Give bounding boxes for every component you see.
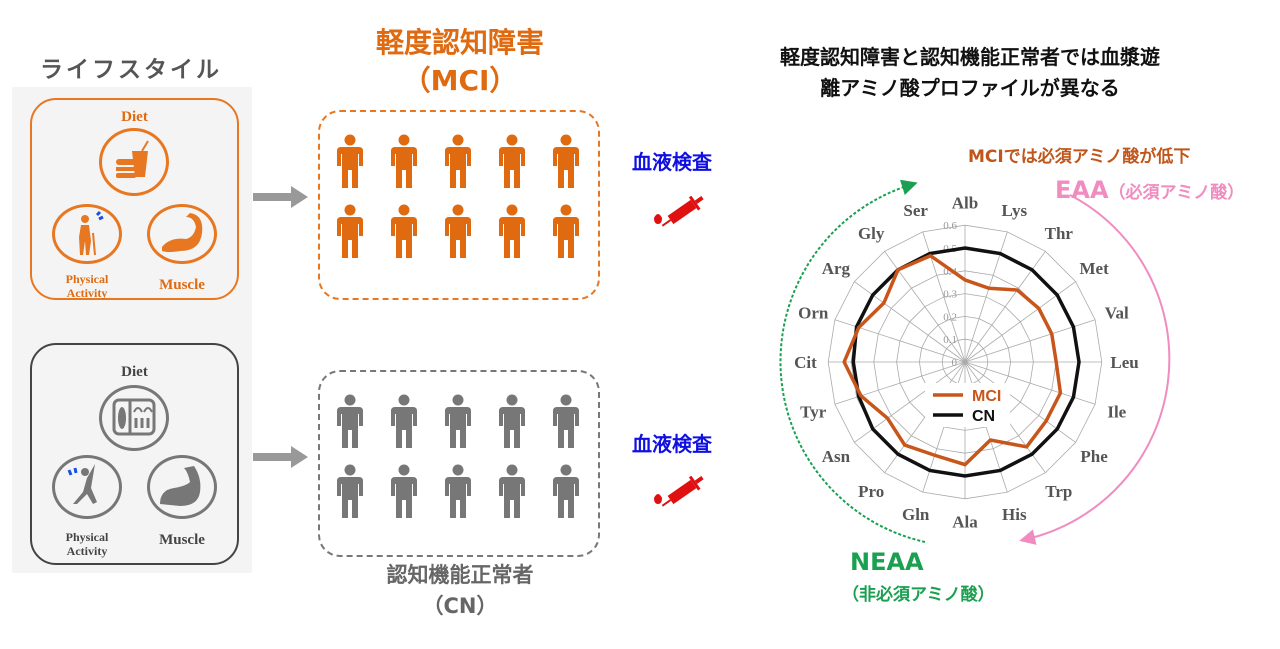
axis-label: Orn bbox=[798, 304, 829, 323]
legend-box bbox=[925, 383, 1010, 427]
result-title-line1: 軽度認知障害と認知機能正常者では血漿遊 bbox=[780, 45, 1160, 69]
person-icon bbox=[445, 204, 471, 258]
legend-label: CN bbox=[972, 408, 995, 425]
axis-label: Met bbox=[1079, 259, 1109, 278]
axis-label: Leu bbox=[1110, 353, 1138, 372]
eaa-arc-arrow bbox=[1019, 194, 1171, 545]
diet-label: Diet bbox=[121, 109, 148, 125]
blood-test-label: 血液検査 bbox=[632, 432, 712, 456]
axis-label: Ser bbox=[903, 201, 928, 220]
axis-label: Val bbox=[1105, 304, 1129, 323]
axis-label: Phe bbox=[1080, 447, 1108, 466]
syringe-blood-icon bbox=[654, 475, 704, 507]
axis-label: His bbox=[1002, 505, 1027, 524]
axis-label: Pro bbox=[858, 482, 884, 501]
arrow-right-icon bbox=[253, 446, 308, 468]
neaa-label: NEAA bbox=[850, 548, 924, 576]
mci-group-title: 軽度認知障害 bbox=[375, 26, 544, 59]
cn-group-abbrev: （CN） bbox=[422, 594, 498, 618]
eaa-sub-label: （必須アミノ酸） bbox=[1108, 183, 1245, 203]
axis-label: Alb bbox=[952, 193, 978, 212]
syringe-blood-icon bbox=[654, 195, 704, 227]
physical-activity-label-1: Physical bbox=[65, 530, 109, 544]
muscle-label: Muscle bbox=[159, 532, 205, 548]
axis-label: Ile bbox=[1107, 402, 1126, 421]
axis-label: Trp bbox=[1045, 482, 1072, 501]
axis-label: Cit bbox=[794, 353, 817, 372]
tick-label: 0 bbox=[952, 357, 958, 369]
exercise-icon bbox=[52, 455, 122, 519]
person-icon bbox=[337, 204, 363, 258]
legend-label: MCI bbox=[972, 388, 1001, 405]
fast-food-icon bbox=[99, 128, 169, 196]
cn-lifestyle-box: Diet Physical Activity Muscle bbox=[30, 343, 239, 565]
mci-people-box bbox=[318, 110, 600, 300]
mci-group-abbrev: （MCI） bbox=[402, 64, 518, 97]
person-icon bbox=[391, 464, 417, 518]
axis-label: Gln bbox=[902, 505, 930, 524]
cn-people-box bbox=[318, 370, 600, 557]
person-icon bbox=[391, 394, 417, 448]
mci-lifestyle-box: Diet Physical Activity Muscle bbox=[30, 98, 239, 300]
person-icon bbox=[499, 134, 525, 188]
series-line-cn bbox=[851, 246, 1081, 478]
cn-group-title: 認知機能正常者 bbox=[386, 563, 534, 587]
physical-activity-label-2: Activity bbox=[66, 286, 108, 300]
axis-label: Ala bbox=[952, 513, 978, 532]
series-line-mci bbox=[842, 253, 1063, 467]
arrow-right-icon bbox=[253, 186, 308, 208]
person-icon bbox=[445, 394, 471, 448]
person-icon bbox=[445, 464, 471, 518]
person-icon bbox=[499, 394, 525, 448]
axis-label: Asn bbox=[822, 447, 851, 466]
physical-activity-label-2: Activity bbox=[66, 544, 108, 558]
tick-label: 0.1 bbox=[943, 334, 957, 346]
person-icon bbox=[337, 394, 363, 448]
diet-label: Diet bbox=[121, 364, 148, 380]
blood-test-label: 血液検査 bbox=[632, 150, 712, 174]
muscle-arm-icon bbox=[147, 204, 217, 264]
lifestyle-title: ライフスタイル bbox=[40, 57, 222, 83]
axis-label: Thr bbox=[1045, 224, 1074, 243]
person-icon bbox=[553, 394, 579, 448]
person-icon bbox=[391, 134, 417, 188]
grid-spoke bbox=[964, 251, 1046, 363]
muscle-label: Muscle bbox=[159, 277, 205, 293]
neaa-sub-label: （非必須アミノ酸） bbox=[842, 585, 995, 605]
flexed-bicep-icon bbox=[147, 455, 217, 519]
physical-activity-label-1: Physical bbox=[65, 272, 109, 286]
axis-label: Lys bbox=[1002, 201, 1028, 220]
person-icon bbox=[391, 204, 417, 258]
healthy-meal-icon bbox=[99, 385, 169, 451]
axis-label: Arg bbox=[822, 259, 851, 278]
eaa-label: EAA bbox=[1055, 176, 1109, 204]
neaa-arc-arrow bbox=[779, 179, 926, 543]
person-icon bbox=[553, 464, 579, 518]
grid-spoke bbox=[834, 361, 966, 405]
tick-label: 0.6 bbox=[943, 220, 957, 232]
person-icon bbox=[499, 464, 525, 518]
person-icon bbox=[499, 204, 525, 258]
elderly-walking-icon bbox=[52, 204, 122, 264]
tick-label: 0.2 bbox=[943, 311, 957, 323]
person-icon bbox=[553, 134, 579, 188]
person-icon bbox=[337, 134, 363, 188]
person-icon bbox=[553, 204, 579, 258]
mci-eaa-note: MCIでは必須アミノ酸が低下 bbox=[968, 147, 1191, 167]
person-icon bbox=[337, 464, 363, 518]
tick-label: 0.3 bbox=[943, 289, 957, 301]
result-title-line2: 離アミノ酸プロファイルが異なる bbox=[820, 76, 1120, 100]
axis-label: Gly bbox=[858, 224, 885, 243]
person-icon bbox=[445, 134, 471, 188]
axis-label: Tyr bbox=[800, 402, 827, 421]
